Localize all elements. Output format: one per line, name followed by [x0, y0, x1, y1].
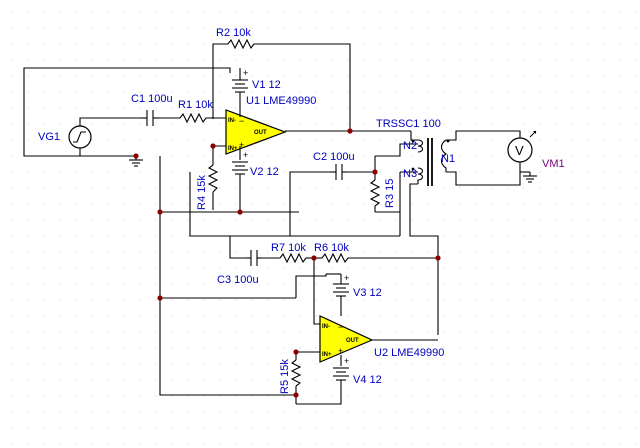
- resistor-r1[interactable]: [179, 112, 207, 124]
- label-c2: C2 100u: [313, 151, 355, 163]
- resistor-r6[interactable]: [321, 252, 349, 264]
- u1-minus-sign: −: [239, 116, 244, 126]
- u1-inv-pin-label: IN-: [228, 118, 236, 124]
- svg-text:+: +: [344, 356, 349, 366]
- label-v2: V2 12: [250, 166, 279, 178]
- transformer-trssc1[interactable]: [411, 138, 450, 186]
- label-r7: R7 10k: [271, 242, 306, 254]
- u1-plus-sign: +: [239, 140, 244, 150]
- label-r1: R1 10k: [178, 99, 213, 111]
- label-n3: N3: [403, 168, 417, 180]
- label-vg1: VG1: [38, 131, 60, 143]
- u2-out-pin-label: OUT: [346, 338, 359, 344]
- battery-v1[interactable]: +: [232, 68, 248, 96]
- battery-v3[interactable]: +: [326, 273, 349, 300]
- u2-noninv-pin-label: IN+: [322, 352, 332, 358]
- voltmeter-symbol: V: [515, 143, 524, 158]
- ground-symbol-meter: [523, 172, 537, 183]
- capacitor-c1[interactable]: [140, 110, 160, 126]
- capacitor-c2[interactable]: [330, 164, 347, 180]
- label-v1: V1 12: [252, 79, 281, 91]
- capacitor-c3[interactable]: [246, 250, 262, 266]
- label-c1: C1 100u: [131, 93, 173, 105]
- resistor-r5[interactable]: [290, 359, 302, 387]
- voltmeter-vm1[interactable]: V: [507, 130, 537, 163]
- label-r5: R5 15k: [279, 359, 291, 394]
- resistor-r3[interactable]: [369, 179, 381, 207]
- label-c3: C3 100u: [217, 274, 259, 286]
- label-trssc1: TRSSC1 100: [376, 118, 441, 130]
- label-r3: R3 15: [384, 179, 396, 208]
- label-vm1: VM1: [542, 158, 565, 170]
- label-v3: V3 12: [353, 287, 382, 299]
- component-labels: R2 10k V1 12 U1 LME49990 C1 100u R1 10k …: [38, 27, 565, 394]
- opamp-u2[interactable]: IN- IN+ OUT − +: [319, 315, 374, 363]
- svg-text:+: +: [344, 273, 349, 283]
- resistor-r7[interactable]: [279, 252, 307, 264]
- resistor-r2[interactable]: [227, 38, 255, 50]
- wires: [23, 43, 530, 405]
- opamp-u1[interactable]: IN- IN+ OUT − +: [225, 109, 287, 155]
- label-n1: N1: [441, 153, 455, 165]
- label-r6: R6 10k: [314, 242, 349, 254]
- resistor-r4[interactable]: [207, 164, 219, 193]
- u1-noninv-pin-label: IN+: [228, 146, 238, 152]
- label-n2: N2: [403, 140, 417, 152]
- junctions: [133, 128, 441, 398]
- battery-v2[interactable]: +: [232, 150, 248, 184]
- u1-out-pin-label: OUT: [254, 130, 267, 136]
- label-u1: U1 LME49990: [246, 95, 316, 107]
- label-r4: R4 15k: [196, 175, 208, 210]
- u2-minus-sign: −: [338, 322, 343, 332]
- svg-text:+: +: [243, 150, 248, 160]
- svg-text:+: +: [243, 68, 248, 78]
- u2-plus-sign: +: [338, 346, 343, 356]
- signal-generator-vg1[interactable]: [68, 125, 92, 149]
- label-u2: U2 LME49990: [374, 347, 444, 359]
- label-r2: R2 10k: [216, 27, 251, 39]
- label-v4: V4 12: [353, 374, 382, 386]
- u2-inv-pin-label: IN-: [322, 324, 330, 330]
- battery-v4[interactable]: +: [333, 356, 349, 390]
- ground-symbol: [129, 159, 143, 167]
